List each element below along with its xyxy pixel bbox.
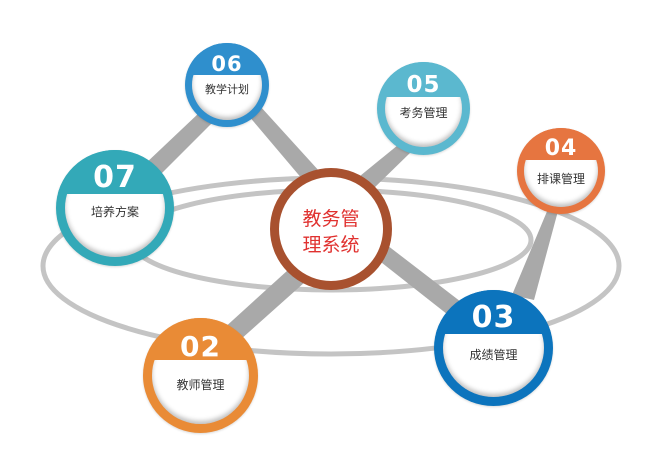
connector-06-center	[248, 106, 320, 180]
node-03-grade-management: 03 成绩管理	[434, 290, 553, 406]
center-title-line1: 教务管	[302, 208, 360, 230]
node-04-number: 04	[544, 136, 578, 161]
node-04-scheduling: 04 排课管理	[517, 128, 605, 214]
node-05-label: 考务管理	[399, 106, 448, 120]
node-07-label: 培养方案	[90, 205, 139, 219]
node-04-label: 排课管理	[536, 172, 585, 186]
connector-05-center	[360, 145, 411, 190]
node-06-number: 06	[211, 52, 243, 76]
connector-04-03	[512, 209, 558, 300]
node-03-label: 成绩管理	[469, 348, 518, 362]
node-02-teacher-management: 02 教师管理	[143, 318, 258, 433]
center-title-line2: 理系统	[302, 234, 360, 256]
node-05-exam-management: 05 考务管理	[377, 62, 470, 155]
node-02-label: 教师管理	[176, 378, 225, 392]
center-hub: 教务管 理系统	[270, 168, 392, 290]
node-02-number: 02	[180, 330, 221, 363]
node-07-number: 07	[93, 160, 137, 195]
node-06-label: 教学计划	[205, 83, 249, 96]
node-05-number: 05	[406, 72, 441, 98]
node-06-teaching-plan: 06 教学计划	[185, 43, 269, 127]
node-03-number: 03	[471, 300, 516, 335]
node-07-training-plan: 07 培养方案	[56, 150, 174, 266]
